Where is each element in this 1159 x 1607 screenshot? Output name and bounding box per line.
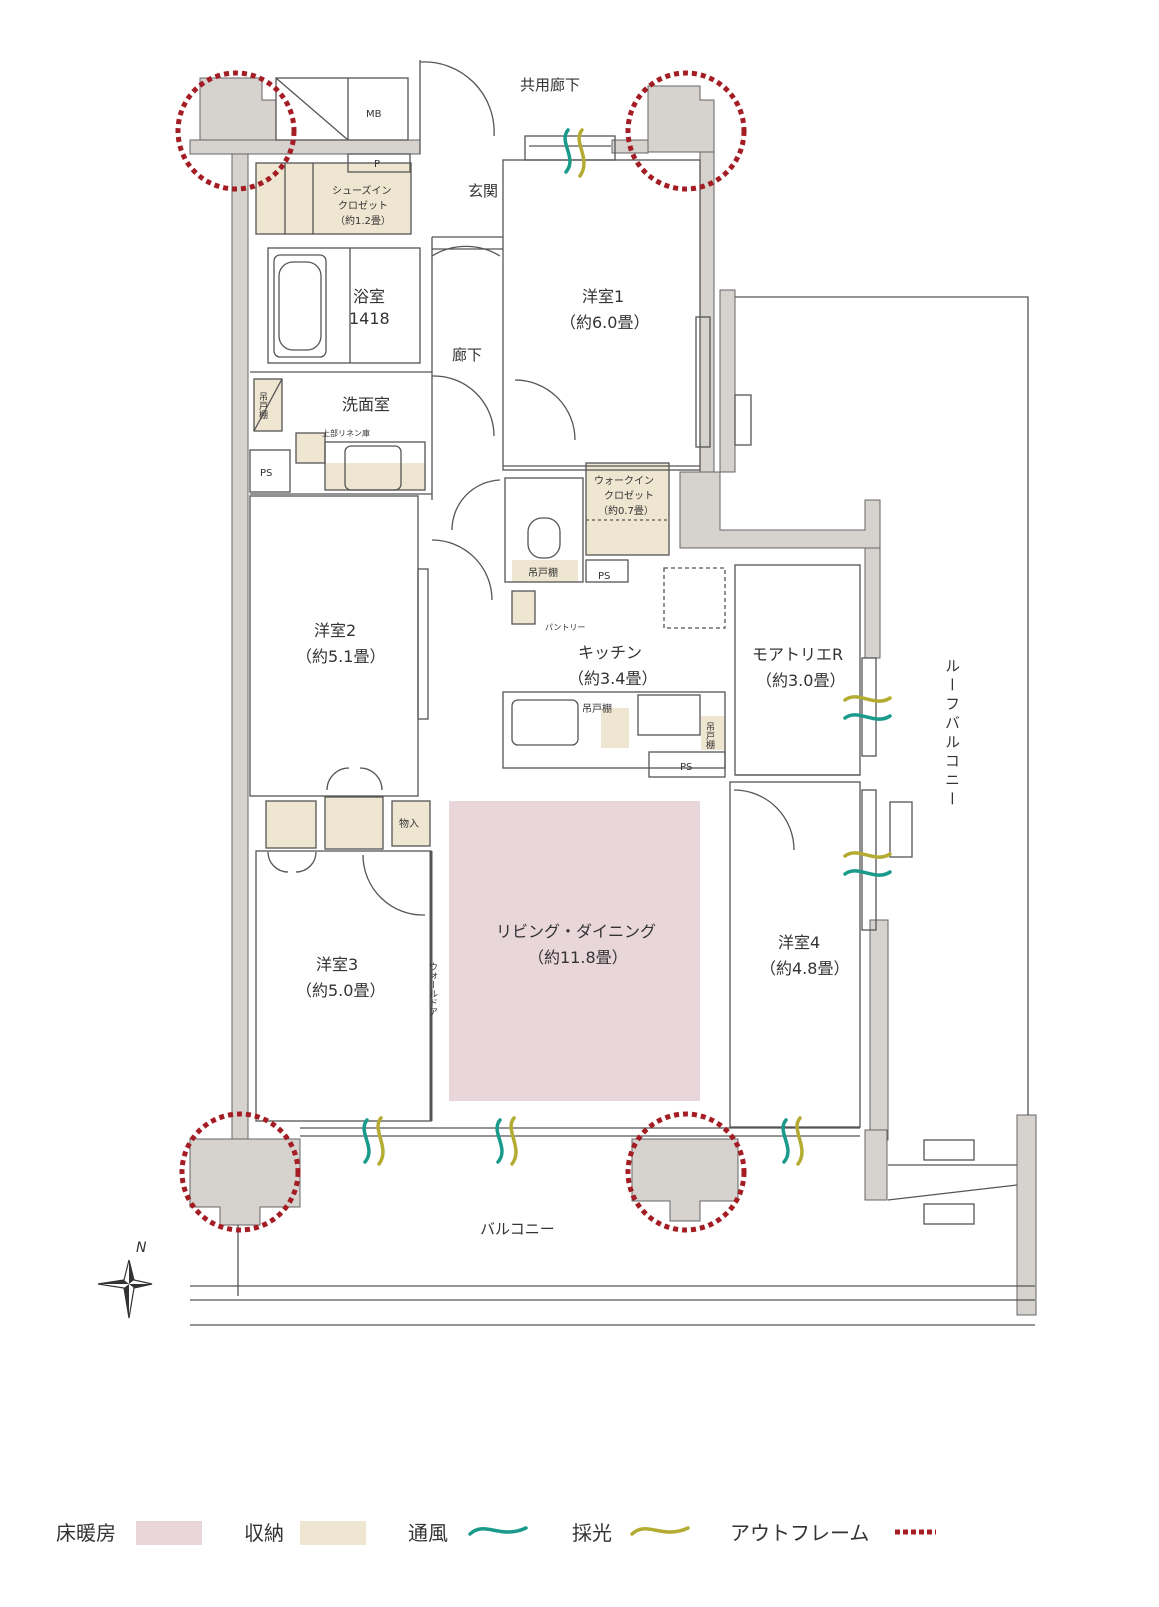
label-ps-2: PS bbox=[598, 571, 610, 582]
label-linen: 上部リネン庫 bbox=[322, 428, 370, 438]
label-kitchen-shelf: 吊戸棚 bbox=[582, 702, 612, 715]
label-toilet-shelf: 吊戸棚 bbox=[528, 566, 558, 579]
storage-areas bbox=[254, 163, 725, 849]
legend-storage-swatch bbox=[300, 1521, 366, 1545]
label-western4: 洋室4 bbox=[778, 933, 820, 952]
label-kitchen-size: （約3.4畳） bbox=[568, 669, 657, 688]
label-western2: 洋室2 bbox=[314, 621, 356, 640]
walls bbox=[189, 77, 1037, 1316]
label-hanging-shelf-wash: 吊戸棚 bbox=[257, 392, 268, 420]
label-western4-size: （約4.8畳） bbox=[760, 959, 849, 978]
label-kitchen-shelf-vertical: 吊戸棚 bbox=[704, 722, 715, 750]
legend-floor-heating-label: 床暖房 bbox=[56, 1521, 116, 1545]
room-labels: 共用廊下 玄関 MB P シューズイン クロゼット （約1.2畳） 浴室 141… bbox=[257, 76, 961, 1238]
label-common-corridor: 共用廊下 bbox=[520, 76, 580, 94]
label-living-size: （約11.8畳） bbox=[528, 948, 628, 967]
legend: 床暖房 収納 通風 採光 アウトフレーム bbox=[56, 1521, 936, 1545]
legend-floor-heating-swatch bbox=[136, 1521, 202, 1545]
legend-storage-label: 収納 bbox=[244, 1521, 284, 1545]
wind-light-markers bbox=[362, 128, 892, 1166]
label-western3-size: （約5.0畳） bbox=[296, 981, 385, 1000]
label-washroom: 洗面室 bbox=[342, 395, 390, 414]
label-mb: MB bbox=[366, 109, 382, 120]
outframe-markers bbox=[175, 70, 747, 1233]
legend-ventilation-label: 通風 bbox=[408, 1521, 448, 1545]
label-ps-3: PS bbox=[680, 762, 692, 773]
label-hallway: 廊下 bbox=[452, 346, 482, 364]
label-wic-1: ウォークイン bbox=[594, 475, 654, 487]
label-balcony: バルコニー bbox=[480, 1220, 555, 1238]
label-roof-balcony: ルーフバルコニー bbox=[943, 658, 961, 810]
legend-daylight-label: 採光 bbox=[572, 1521, 612, 1545]
legend-daylight-icon bbox=[630, 1526, 690, 1536]
label-western2-size: （約5.1畳） bbox=[296, 647, 385, 666]
label-western3: 洋室3 bbox=[316, 955, 358, 974]
label-storage: 物入 bbox=[399, 817, 419, 830]
label-bath: 浴室 bbox=[353, 287, 385, 306]
label-shoes-closet-2: クロゼット bbox=[338, 200, 388, 212]
legend-outframe-label: アウトフレーム bbox=[730, 1521, 869, 1545]
label-atelier-size: （約3.0畳） bbox=[756, 671, 845, 690]
floor-heating-area bbox=[449, 801, 700, 1101]
label-western1-size: （約6.0畳） bbox=[560, 313, 649, 332]
label-p: P bbox=[374, 159, 380, 170]
label-entrance: 玄関 bbox=[468, 182, 498, 200]
partitions bbox=[190, 60, 1035, 1326]
label-wic-3: （約0.7畳） bbox=[598, 504, 654, 517]
label-wall-door: ウォールドア bbox=[427, 962, 438, 1016]
compass-north-label: N bbox=[136, 1240, 147, 1256]
label-western1: 洋室1 bbox=[582, 287, 624, 306]
compass-icon: N bbox=[97, 1240, 153, 1319]
label-bath-size: 1418 bbox=[349, 309, 390, 328]
label-shoes-closet-1: シューズイン bbox=[332, 184, 392, 197]
legend-ventilation-icon bbox=[468, 1526, 528, 1536]
label-atelier: モアトリエR bbox=[752, 645, 843, 664]
label-ps-1: PS bbox=[260, 468, 272, 479]
label-pantry: パントリー bbox=[545, 623, 585, 632]
label-shoes-closet-3: （約1.2畳） bbox=[335, 214, 391, 227]
label-kitchen: キッチン bbox=[578, 643, 642, 662]
label-living: リビング・ダイニング bbox=[496, 922, 656, 941]
label-wic-2: クロゼット bbox=[604, 490, 654, 502]
